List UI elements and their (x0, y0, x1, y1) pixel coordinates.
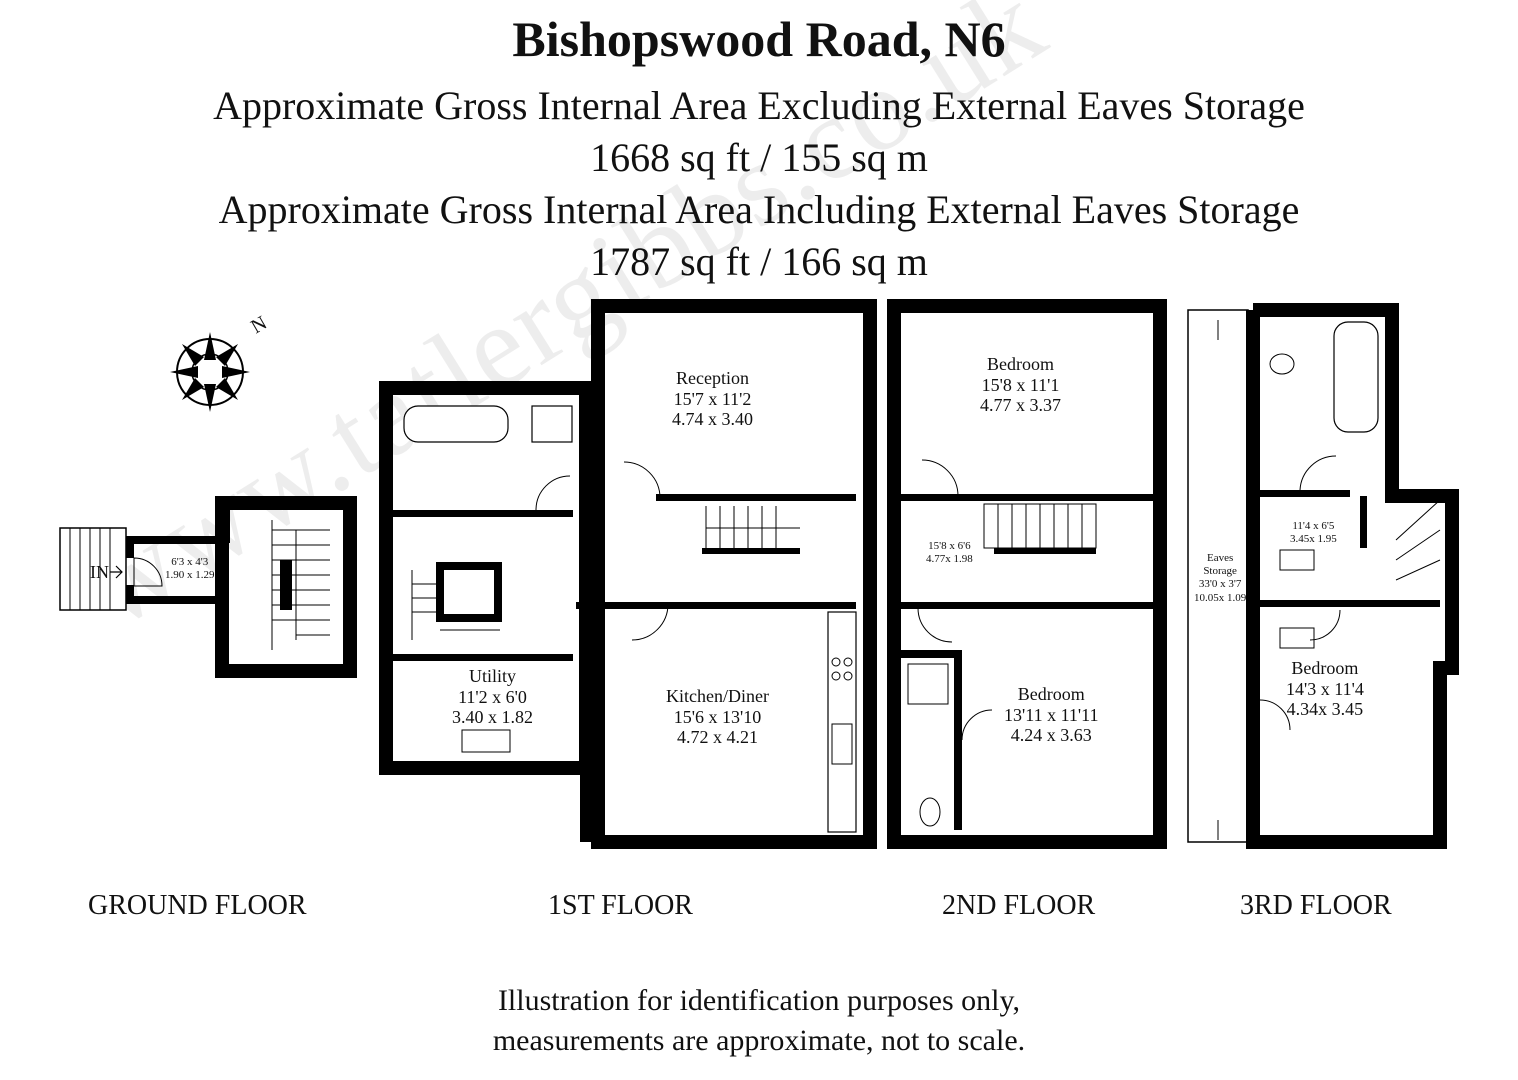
disclaimer-line-1: Illustration for identification purposes… (497, 984, 1021, 1017)
bedroom-2f-rear-metric: 4.24 x 3.63 (1010, 725, 1092, 746)
eaves-name2: Storage (1203, 565, 1237, 578)
kitchen-metric: 4.72 x 4.21 (676, 727, 758, 748)
bedroom-3f-imperial: 14'3 x 11'4 (1286, 678, 1364, 699)
area-including-value: 1787 sq ft / 166 sq m (590, 239, 928, 284)
reception-metric: 4.74 x 3.40 (672, 409, 753, 430)
first-floor-plan (379, 299, 877, 849)
utility-imperial: 11'2 x 6'0 (458, 686, 527, 707)
disclaimer-line-2: measurements are approximate, not to sca… (492, 1024, 1026, 1057)
utility-metric: 3.40 x 1.82 (452, 707, 533, 728)
bedroom-2f-rear-label: Bedroom 13'11 x 11'11 4.24 x 3.63 (1004, 684, 1098, 746)
kitchen-name: Kitchen/Diner (666, 686, 769, 706)
landing-3f-metric: 3.45x 1.95 (1290, 533, 1337, 546)
area-excluding-value: 1668 sq ft / 155 sq m (590, 135, 928, 180)
bedroom-2f-rear-imperial: 13'11 x 11'11 (1004, 704, 1099, 725)
bedroom-2f-front-metric: 4.77 x 3.37 (980, 395, 1061, 416)
third-floor-label: 3RD FLOOR (1240, 890, 1392, 921)
first-floor-label: 1ST FLOOR (548, 890, 693, 921)
bedroom-2f-front-imperial: 15'8 x 11'1 (981, 374, 1060, 395)
eaves-metric: 10.05x 1.09 (1194, 591, 1247, 604)
landing-3f-imperial: 11'4 x 6'5 (1292, 520, 1335, 532)
compass-icon (170, 332, 250, 412)
property-title: Bishopswood Road, N6 (512, 11, 1006, 67)
bedroom-3f-label: Bedroom 14'3 x 11'4 4.34x 3.45 (1286, 658, 1364, 720)
utility-name: Utility (468, 666, 516, 686)
reception-room-label: Reception 15'7 x 11'2 4.74 x 3.40 (672, 368, 753, 430)
landing-3f-dimensions: 11'4 x 6'5 3.45x 1.95 (1290, 520, 1337, 546)
third-floor-plan (1187, 303, 1459, 849)
landing-2f-metric: 4.77x 1.98 (926, 553, 973, 566)
eaves-imperial: 33'0 x 3'7 (1198, 578, 1242, 591)
ground-floor-label: GROUND FLOOR (88, 890, 307, 921)
utility-room-label: Utility 11'2 x 6'0 3.40 x 1.82 (452, 666, 533, 728)
ground-hall-imperial: 6'3 x 4'3 (171, 556, 209, 568)
second-floor-plan (887, 299, 1167, 849)
ground-hall-metric: 1.90 x 1.29 (165, 569, 215, 582)
reception-imperial: 15'7 x 11'2 (673, 388, 752, 409)
entrance-label: IN (90, 562, 109, 582)
bedroom-3f-metric: 4.34x 3.45 (1286, 699, 1364, 720)
bedroom-2f-rear-name: Bedroom (1017, 684, 1085, 704)
bedroom-2f-front-label: Bedroom 15'8 x 11'1 4.77 x 3.37 (980, 354, 1061, 416)
area-including-heading: Approximate Gross Internal Area Includin… (218, 187, 1300, 232)
reception-name: Reception (676, 368, 749, 388)
bedroom-2f-front-name: Bedroom (987, 354, 1054, 374)
area-excluding-heading: Approximate Gross Internal Area Excludin… (213, 83, 1305, 128)
kitchen-room-label: Kitchen/Diner 15'6 x 13'10 4.72 x 4.21 (666, 686, 769, 748)
landing-2f-imperial: 15'8 x 6'6 (928, 540, 971, 552)
ground-hall-dimensions: 6'3 x 4'3 1.90 x 1.29 (165, 556, 215, 582)
bedroom-3f-name: Bedroom (1291, 658, 1359, 678)
kitchen-imperial: 15'6 x 13'10 (673, 706, 762, 727)
second-floor-label: 2ND FLOOR (942, 890, 1096, 921)
eaves-name: Eaves (1206, 552, 1234, 564)
ground-floor-plan (59, 496, 357, 678)
eaves-storage-label: Eaves Storage 33'0 x 3'7 10.05x 1.09 (1194, 552, 1246, 605)
landing-2f-dimensions: 15'8 x 6'6 4.77x 1.98 (926, 540, 973, 566)
